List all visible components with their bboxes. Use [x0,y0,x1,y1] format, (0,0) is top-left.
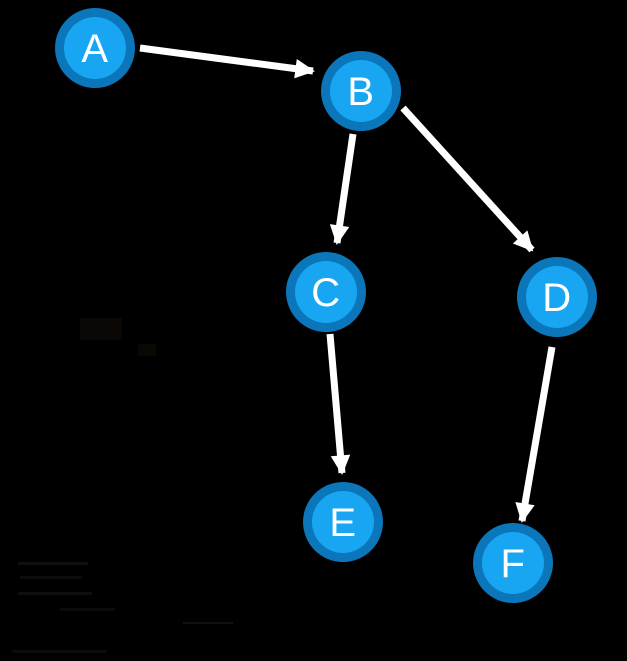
node-label-E: E [329,501,356,545]
node-body [526,266,588,328]
node-body [64,17,126,79]
edges-layer [139,44,556,523]
node-C[interactable]: C [286,252,366,332]
nodes-layer: A B C D E F [55,8,597,603]
node-body [295,261,357,323]
node-label-C: C [311,271,340,315]
node-body [330,60,392,122]
node-F[interactable]: F [473,523,553,603]
node-B[interactable]: B [321,51,401,131]
edge-B-C [329,133,357,245]
edge-C-E [326,333,351,475]
edge-B-D [400,105,535,253]
node-E[interactable]: E [303,482,383,562]
node-label-F: F [501,542,526,586]
node-label-A: A [81,27,108,71]
edge-A-B [139,44,315,79]
node-A[interactable]: A [55,8,135,88]
node-body [312,491,374,553]
node-D[interactable]: D [517,257,597,337]
node-label-B: B [347,70,374,114]
edge-D-F [515,346,556,523]
node-body [482,532,544,594]
node-label-D: D [542,276,571,320]
